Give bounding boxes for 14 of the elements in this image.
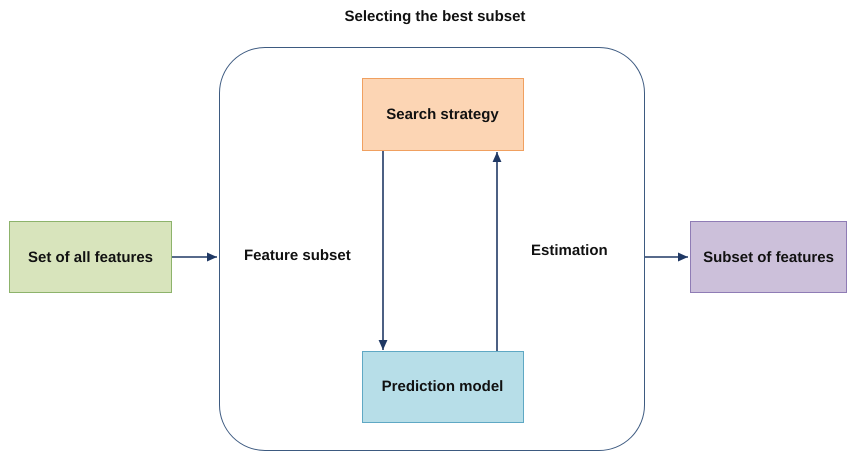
node-label: Prediction model — [382, 378, 504, 395]
arrow — [378, 151, 388, 350]
arrow — [172, 252, 217, 262]
diagram-title: Selecting the best subset — [344, 8, 526, 25]
arrow — [645, 252, 688, 262]
node-label: Set of all features — [28, 248, 154, 266]
process-box — [362, 350, 524, 422]
arrow — [492, 152, 502, 351]
process-container — [219, 47, 645, 451]
process-box — [362, 78, 524, 150]
output-box — [690, 221, 847, 293]
input-box — [9, 221, 172, 293]
node-label: Subset of features — [703, 248, 834, 266]
node-label: Search strategy — [386, 106, 499, 122]
